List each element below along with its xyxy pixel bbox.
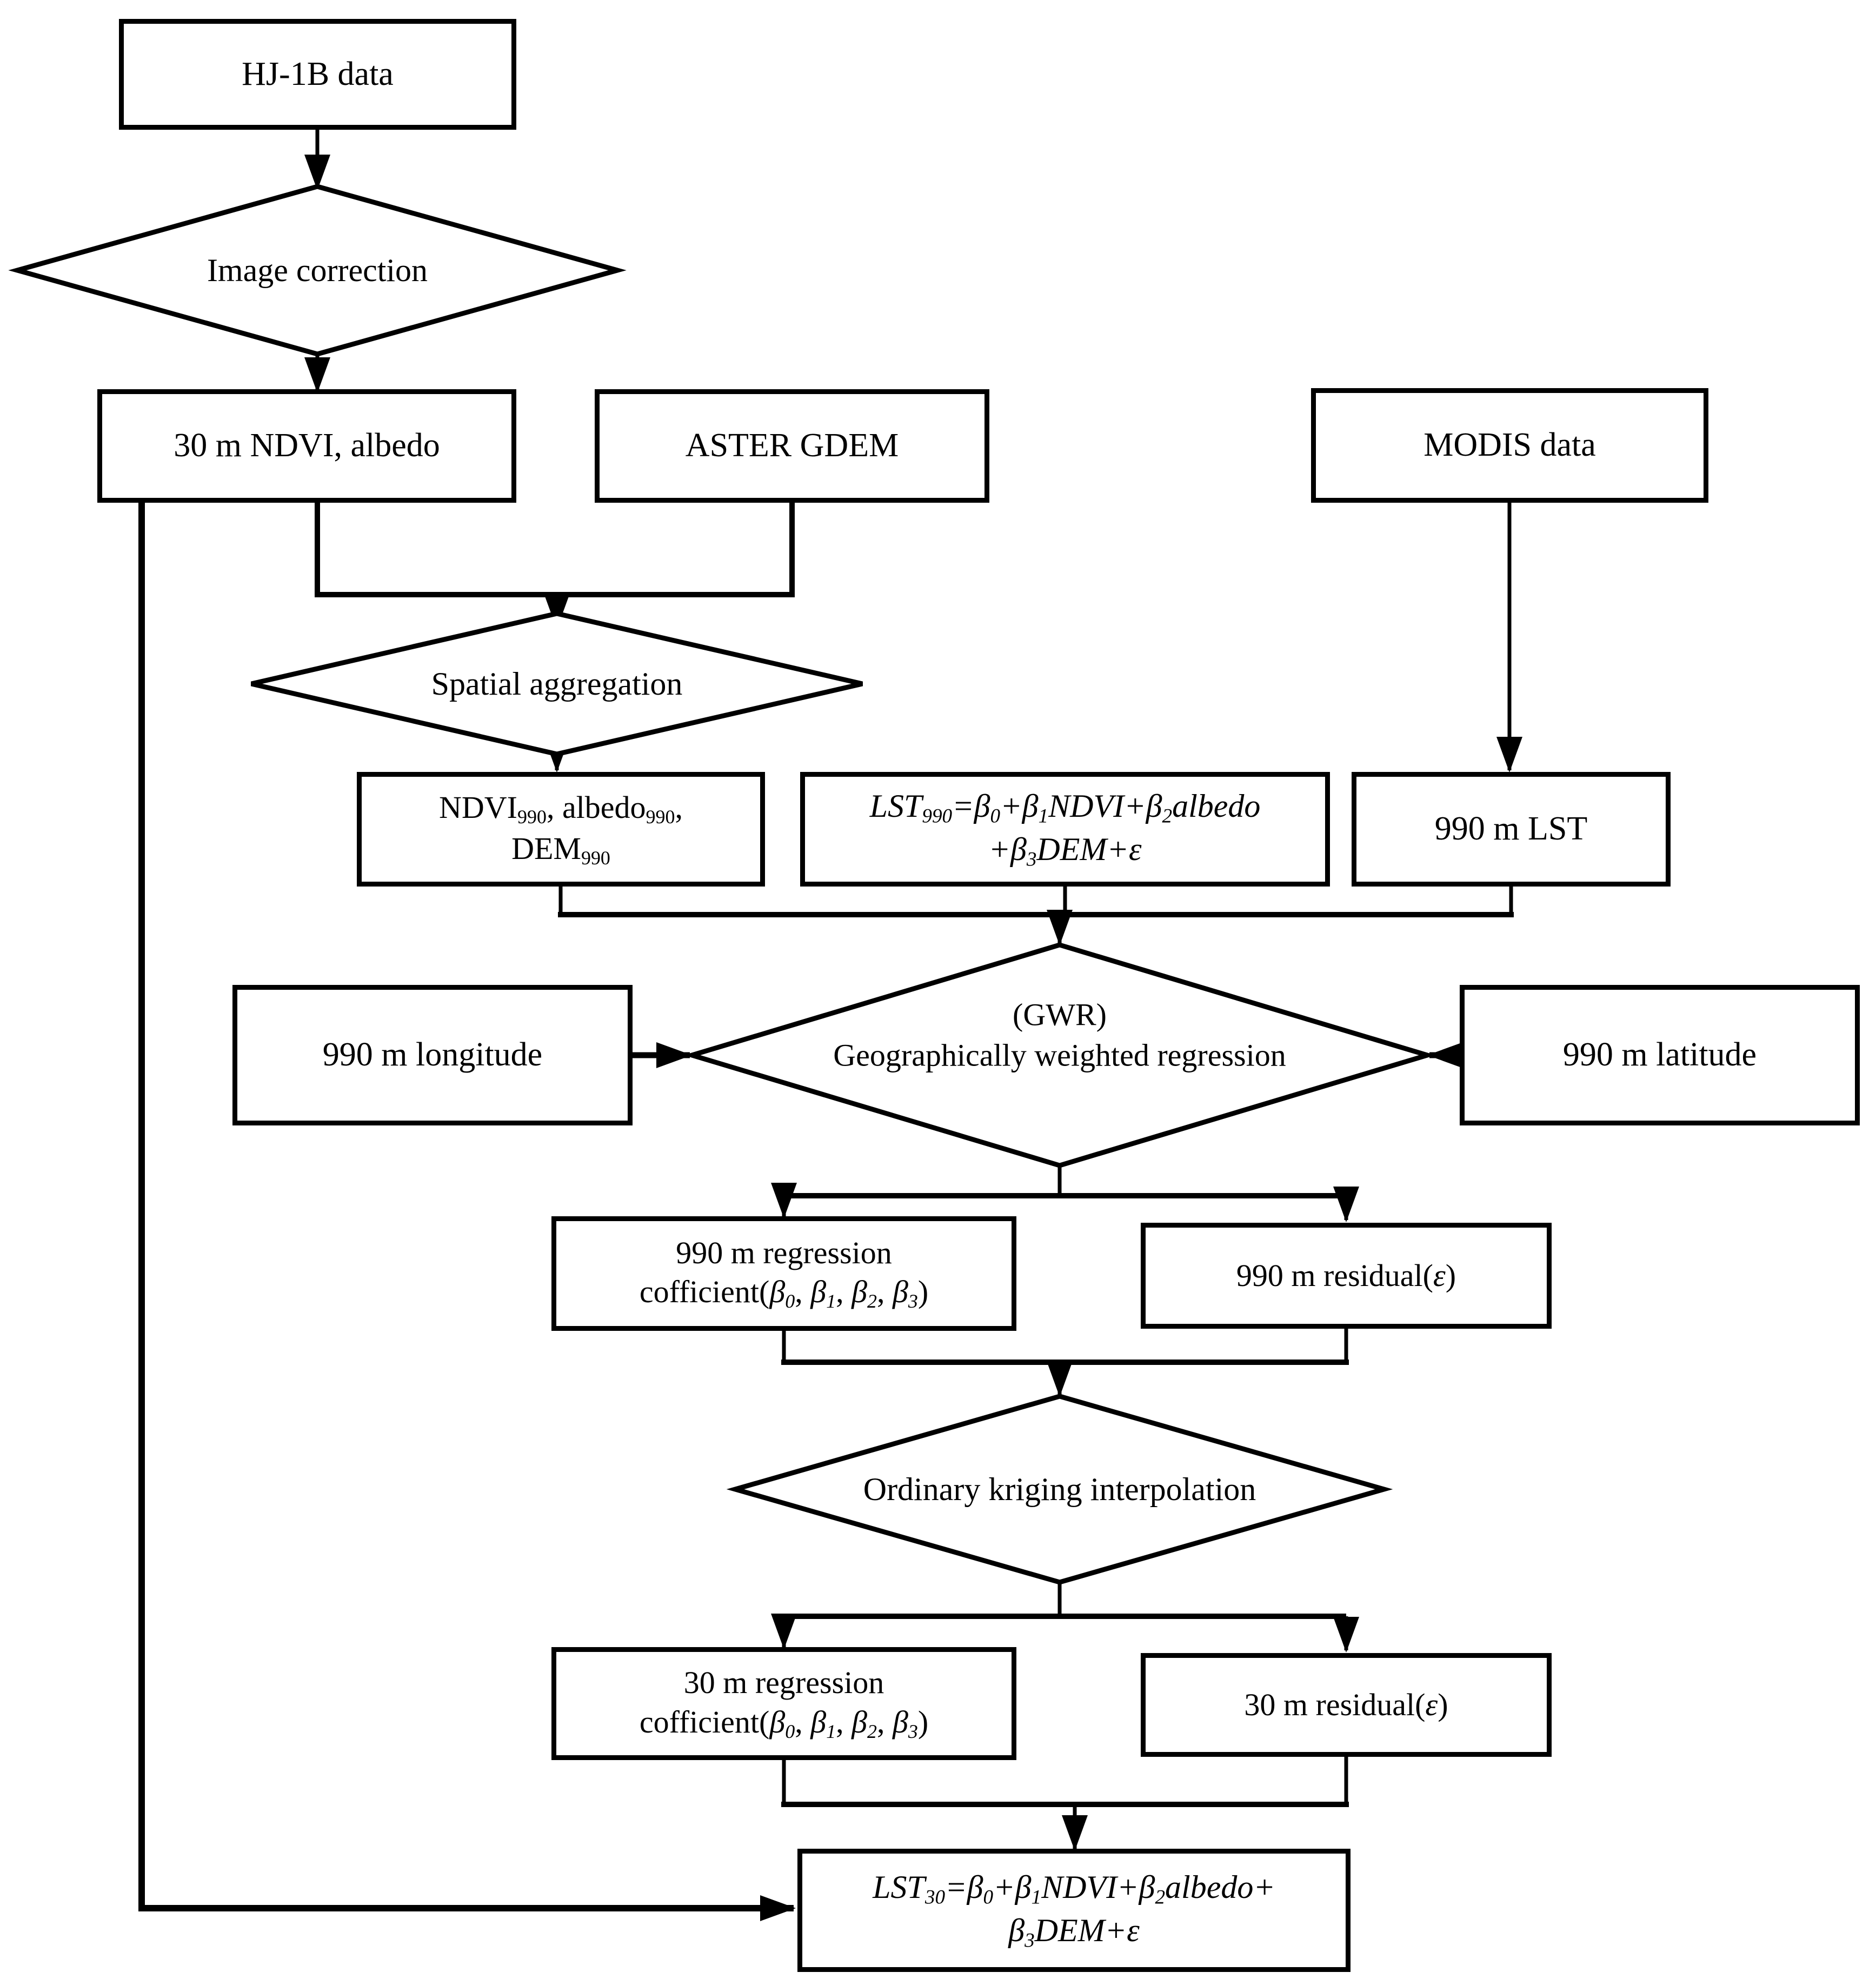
node-equation-lst30: LST30=β0+β1NDVI+β2albedo+β3DEM+ε — [797, 1849, 1351, 1972]
node-longitude990: 990 m longitude — [232, 985, 633, 1125]
node-lst990: 990 m LST — [1352, 772, 1671, 887]
node-equation-lst990: LST990=β0+β1NDVI+β2albedo+β3DEM+ε — [800, 772, 1330, 887]
node-latitude990: 990 m latitude — [1460, 985, 1860, 1125]
decision-image-correction-label: Image correction — [207, 252, 428, 288]
node-residual990-label: 990 m residual(ε) — [1236, 1257, 1456, 1293]
node-modis-data: MODIS data — [1311, 388, 1708, 503]
connectors — [138, 130, 1522, 1921]
node-aster-gdem: ASTER GDEM — [595, 389, 989, 503]
decision-image-correction-shape — [8, 184, 627, 357]
node-equation-lst30-label: LST30=β0+β1NDVI+β2albedo+β3DEM+ε — [873, 1869, 1275, 1952]
node-ndvi30-albedo: 30 m NDVI, albedo — [97, 389, 516, 503]
decision-gwr-label: (GWR) Geographically weighted regression — [833, 995, 1286, 1076]
decision-spatial-aggregation-shape — [250, 611, 863, 757]
node-lst990-label: 990 m LST — [1434, 810, 1588, 848]
node-hj1b-data: HJ-1B data — [119, 19, 516, 130]
node-residual30-label: 30 m residual(ε) — [1244, 1687, 1448, 1722]
arrow-ndvi30-to-lst30 — [138, 503, 796, 1921]
node-latitude990-label: 990 m latitude — [1562, 1036, 1757, 1074]
decision-shapes — [8, 184, 1436, 1585]
decision-spatial-aggregation-label: Spatial aggregation — [431, 666, 683, 702]
node-aster-gdem-label: ASTER GDEM — [685, 427, 899, 464]
decision-gwr-line1: (GWR) — [1013, 997, 1107, 1032]
node-ndvi30-albedo-label: 30 m NDVI, albedo — [174, 427, 440, 464]
node-ndvi990-albedo990-dem990: NDVI990, albedo990,DEM990 — [357, 772, 765, 887]
decision-kriging-shape — [726, 1394, 1393, 1585]
decision-kriging-label: Ordinary kriging interpolation — [863, 1471, 1256, 1507]
node-equation-lst990-label: LST990=β0+β1NDVI+β2albedo+β3DEM+ε — [869, 788, 1261, 871]
decision-gwr-shape — [683, 942, 1436, 1168]
merge-ndvi30-aster — [315, 503, 795, 597]
node-residual990: 990 m residual(ε) — [1141, 1223, 1552, 1329]
node-longitude990-label: 990 m longitude — [322, 1036, 543, 1074]
node-ndvi990-label: NDVI990, albedo990,DEM990 — [439, 790, 683, 869]
node-modis-data-label: MODIS data — [1423, 427, 1596, 464]
node-residual30: 30 m residual(ε) — [1141, 1653, 1552, 1757]
decision-gwr-line2: Geographically weighted regression — [833, 1038, 1286, 1073]
node-hj1b-data-label: HJ-1B data — [242, 55, 394, 92]
